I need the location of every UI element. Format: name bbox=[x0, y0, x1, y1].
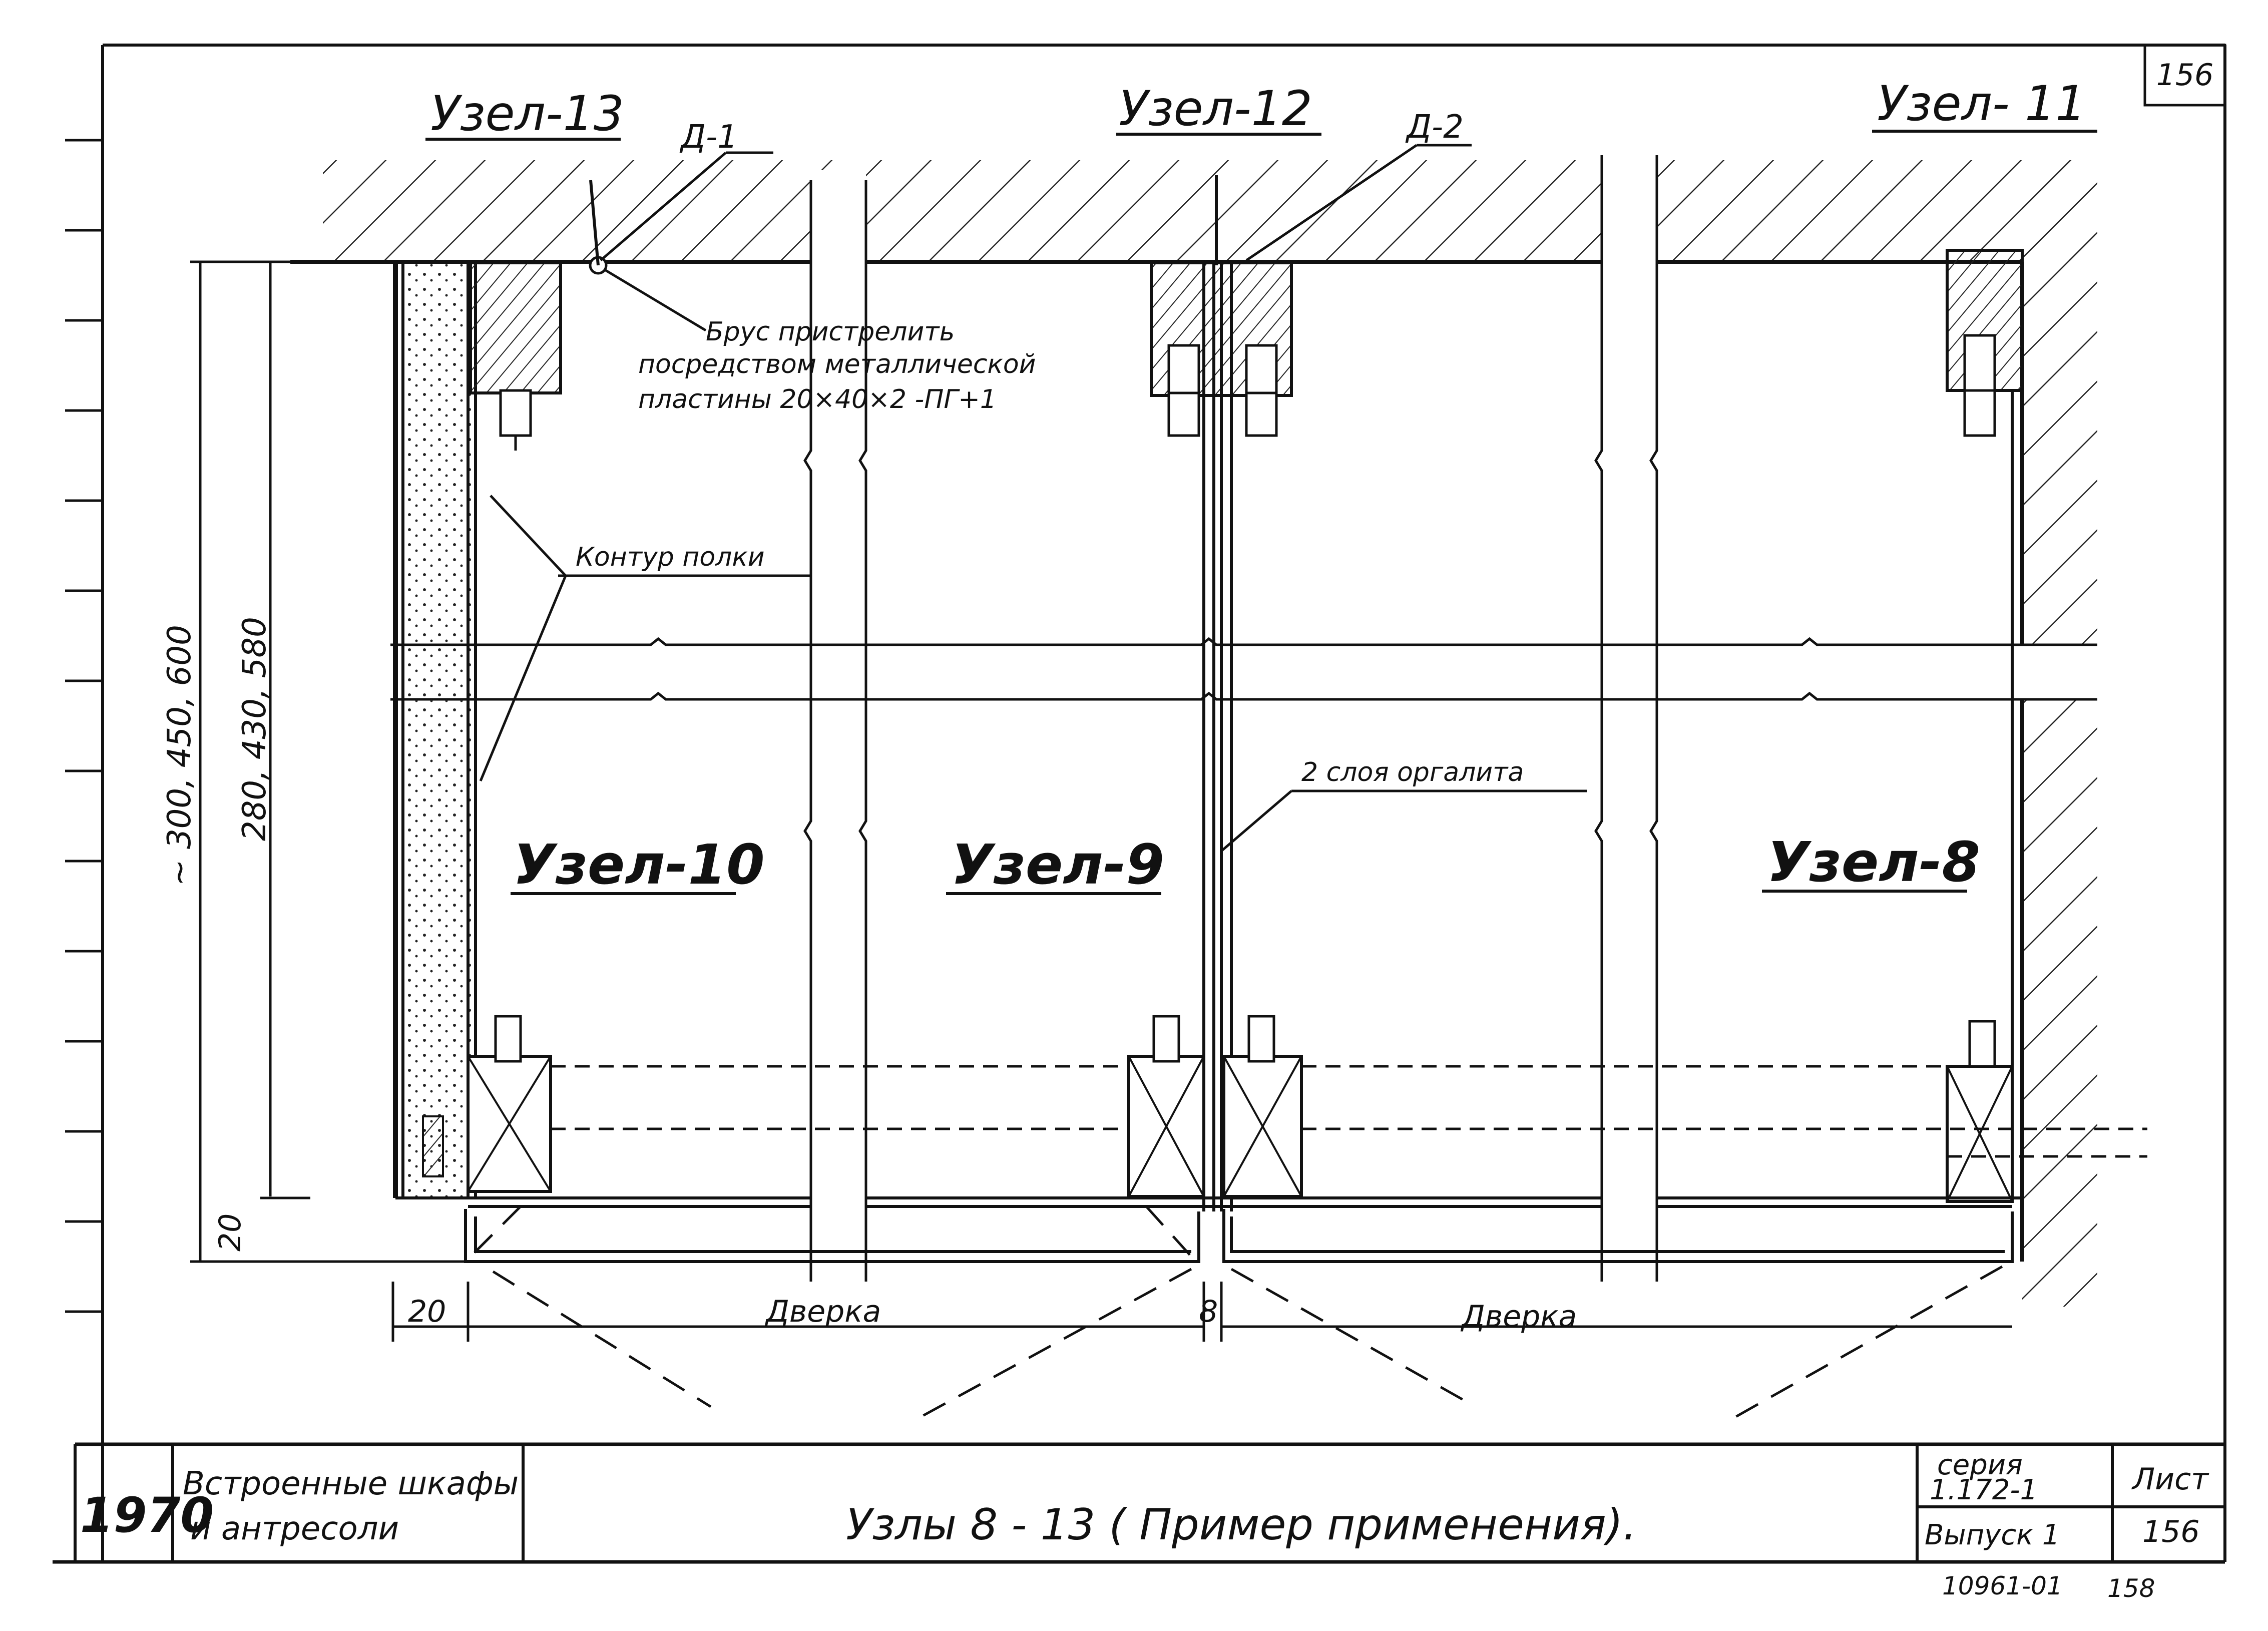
title-underlines bbox=[425, 130, 2097, 895]
dashed-lines bbox=[551, 1065, 2147, 1158]
series-label: серия bbox=[1937, 1449, 2023, 1481]
node-13-label: Узел-13 bbox=[430, 86, 624, 142]
bottom-shelf bbox=[395, 1196, 2022, 1208]
left-side-panel bbox=[393, 260, 477, 1199]
drawing-title: Узлы 8 - 13 ( Пример применения). bbox=[846, 1500, 1637, 1550]
node-12-label: Узел-12 bbox=[1119, 81, 1312, 137]
door-right-label: Дверка bbox=[1460, 1299, 1577, 1334]
node-10-label: Узел-10 bbox=[513, 833, 765, 897]
dimension-lines bbox=[190, 260, 2012, 1342]
sheet-frame bbox=[53, 44, 2226, 1564]
wall-top bbox=[290, 160, 2095, 264]
doc-number: 10961-01 bbox=[1942, 1571, 2063, 1600]
doors bbox=[464, 1209, 2014, 1263]
node-8-label: Узел-8 bbox=[1767, 830, 1980, 894]
door-left-label: Дверка bbox=[764, 1294, 881, 1329]
subject-line2: и антресоли bbox=[190, 1510, 399, 1547]
dim-door-gap: 8 bbox=[1199, 1294, 1218, 1329]
orgalit-note: 2 слоя оргалита bbox=[1301, 757, 1524, 787]
node13-bar bbox=[469, 180, 608, 451]
center-partition bbox=[1150, 175, 1293, 1211]
subject-line1: Встроенные шкафы bbox=[183, 1465, 519, 1502]
node-9-label: Узел-9 bbox=[951, 833, 1164, 897]
dim-inner-height: 280, 430, 580 bbox=[236, 617, 273, 841]
bar-note-line1: Брус пристрелить bbox=[706, 317, 955, 347]
shelf-contour-note: Контур полки bbox=[576, 542, 765, 572]
sheet-mark-box: 156 bbox=[2143, 44, 2226, 107]
bar-note-line2: посредством металлической bbox=[638, 349, 1036, 379]
break-bands bbox=[390, 150, 2097, 1312]
dim-bottom-offset: 20 bbox=[213, 1213, 248, 1252]
bar-note-line3: пластины 20×40×2 -ПГ+1 bbox=[638, 384, 997, 415]
sheet-value: 156 bbox=[2142, 1514, 2200, 1549]
bottom-bars bbox=[422, 1015, 2014, 1203]
dim-left-gap: 20 bbox=[408, 1294, 446, 1329]
break-lines bbox=[390, 155, 2097, 1282]
series-value: 1.172-1 bbox=[1930, 1474, 2038, 1506]
door-swing-lines bbox=[465, 1205, 2003, 1423]
sheet-mark: 156 bbox=[2156, 58, 2214, 93]
leader-lines bbox=[479, 144, 1587, 852]
issue-label: Выпуск 1 bbox=[1925, 1519, 2060, 1551]
wall-right bbox=[2020, 160, 2097, 1307]
detail-d1-label: Д-1 bbox=[679, 119, 738, 156]
year-label: 1970 bbox=[80, 1487, 214, 1543]
node-11-label: Узел- 11 bbox=[1877, 76, 2086, 132]
sheet-label: Лист bbox=[2131, 1462, 2209, 1497]
dim-total-height: ~ 300, 450, 600 bbox=[161, 625, 198, 886]
detail-d2-label: Д-2 bbox=[1405, 109, 1464, 146]
title-block: 1970 Встроенные шкафы и антресоли Узлы 8… bbox=[74, 1442, 2225, 1603]
page-number: 158 bbox=[2107, 1574, 2155, 1603]
right-partition bbox=[1946, 249, 2024, 1201]
